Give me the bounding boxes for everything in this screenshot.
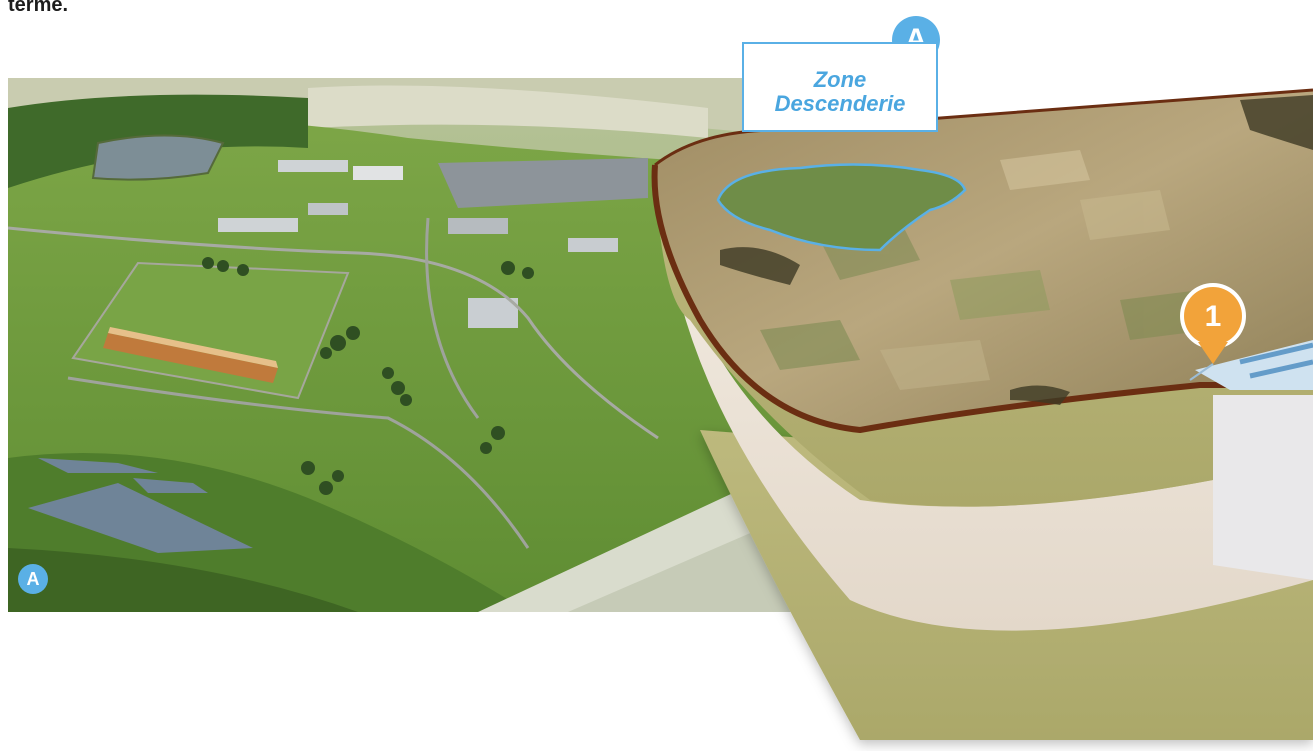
aerial-site-image <box>8 78 808 612</box>
marker-number: 1 <box>1204 300 1222 333</box>
zone-label-line1: Zone <box>813 67 867 92</box>
zone-a-badge-small: A <box>18 564 48 594</box>
caption-text: terme. <box>8 0 69 16</box>
location-marker-1: 1 <box>1178 284 1248 370</box>
zone-descenderie-label: Zone Descenderie <box>742 42 938 132</box>
marker-pin-shape <box>1180 283 1246 381</box>
zone-label-line2: Descenderie <box>774 91 906 116</box>
